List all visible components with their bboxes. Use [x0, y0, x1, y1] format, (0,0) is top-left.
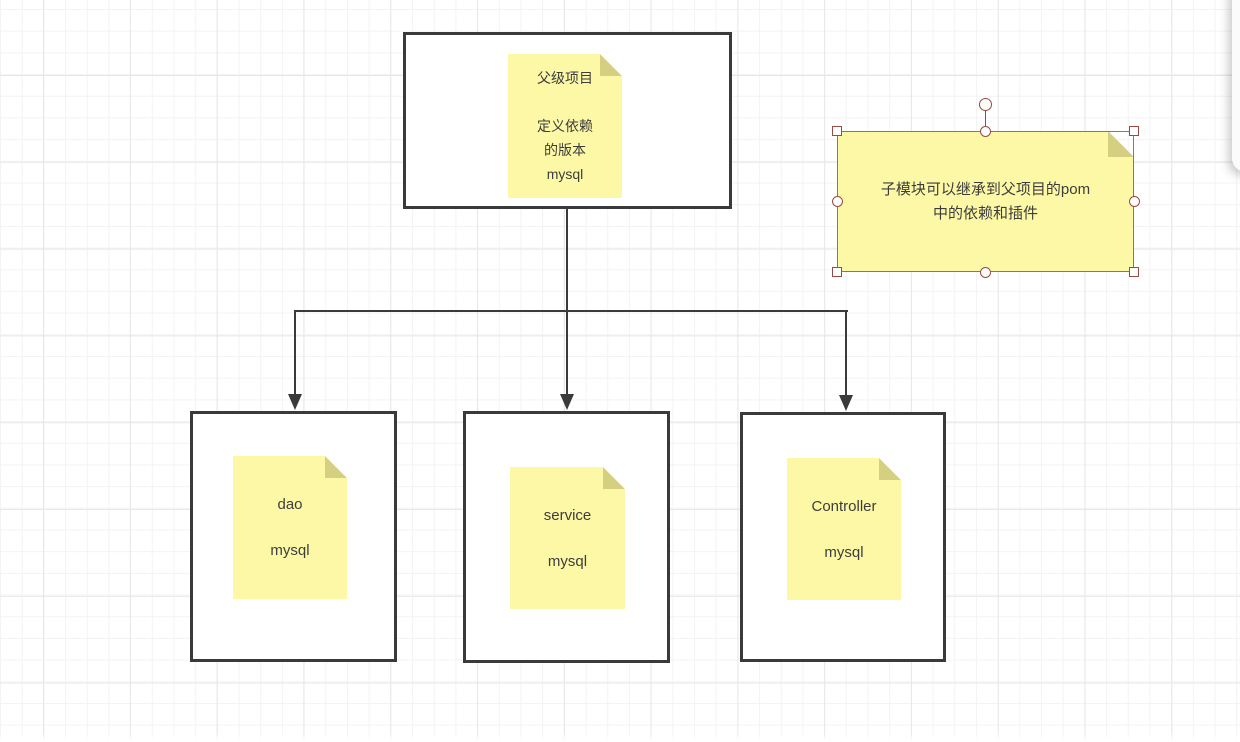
note-text-line: 的版本 — [544, 142, 586, 158]
dao-module-note[interactable]: dao mysql — [233, 456, 347, 599]
selection-handle-sw[interactable] — [832, 267, 842, 277]
selection-handle-se[interactable] — [1129, 267, 1139, 277]
edge-parent-to-controller-line[interactable] — [844, 311, 848, 395]
parent-project-note[interactable]: 父级项目 定义依赖 的版本 mysql — [508, 54, 622, 198]
service-module-note[interactable]: service mysql — [510, 467, 625, 609]
note-text-line: service — [543, 506, 592, 524]
parent-project-box[interactable]: 父级项目 定义依赖 的版本 mysql — [403, 32, 732, 209]
floating-panel-edge[interactable] — [1232, 0, 1240, 172]
annotation-note-selected[interactable]: 子模块可以继承到父项目的pom 中的依赖和插件 — [831, 98, 1140, 278]
controller-module-box[interactable]: Controller mysql — [740, 412, 946, 662]
note-fold — [325, 456, 347, 478]
service-module-box[interactable]: service mysql — [463, 411, 670, 663]
note-fold — [603, 467, 625, 489]
note-text-line — [787, 518, 901, 541]
dao-module-box[interactable]: dao mysql — [190, 411, 397, 662]
edge-parent-to-dao-line[interactable] — [293, 311, 297, 395]
note-text-line: mysql — [547, 552, 588, 570]
note-text-line: mysql — [546, 166, 584, 182]
controller-module-note[interactable]: Controller mysql — [787, 458, 901, 600]
selection-handle-ne[interactable] — [1129, 126, 1139, 136]
edge-branch-horizontal-line[interactable] — [293, 309, 848, 313]
note-text-line — [510, 527, 625, 550]
note-text-line: mysql — [270, 542, 310, 559]
edge-parent-to-service-line[interactable] — [565, 208, 569, 396]
note-fold — [600, 54, 622, 76]
note-text-line: Controller — [811, 497, 877, 515]
note-text-line: dao — [277, 496, 303, 513]
annotation-text-line: 中的依赖和插件 — [932, 204, 1038, 222]
arrowhead-to-controller[interactable] — [838, 395, 853, 411]
annotation-note[interactable]: 子模块可以继承到父项目的pom 中的依赖和插件 — [837, 131, 1134, 272]
annotation-text-line: 子模块可以继承到父项目的pom — [880, 180, 1091, 198]
selection-handle-w[interactable] — [831, 196, 843, 207]
selection-handle-nw[interactable] — [832, 126, 842, 136]
bottom-fade-overlay — [0, 733, 1240, 742]
note-fold — [879, 458, 901, 480]
selection-handle-n[interactable] — [980, 125, 991, 137]
note-text-line — [508, 90, 622, 114]
rotation-handle-stem — [984, 110, 987, 131]
rotation-handle[interactable] — [979, 98, 992, 111]
note-text-line: 定义依赖 — [537, 118, 593, 134]
note-text-line: 父级项目 — [537, 70, 593, 86]
note-text-line — [233, 516, 347, 539]
selection-handle-e[interactable] — [1128, 196, 1140, 207]
arrowhead-to-dao[interactable] — [287, 394, 302, 410]
note-text-line: mysql — [824, 543, 864, 561]
arrowhead-to-service[interactable] — [559, 394, 574, 410]
selection-handle-s[interactable] — [980, 266, 991, 278]
